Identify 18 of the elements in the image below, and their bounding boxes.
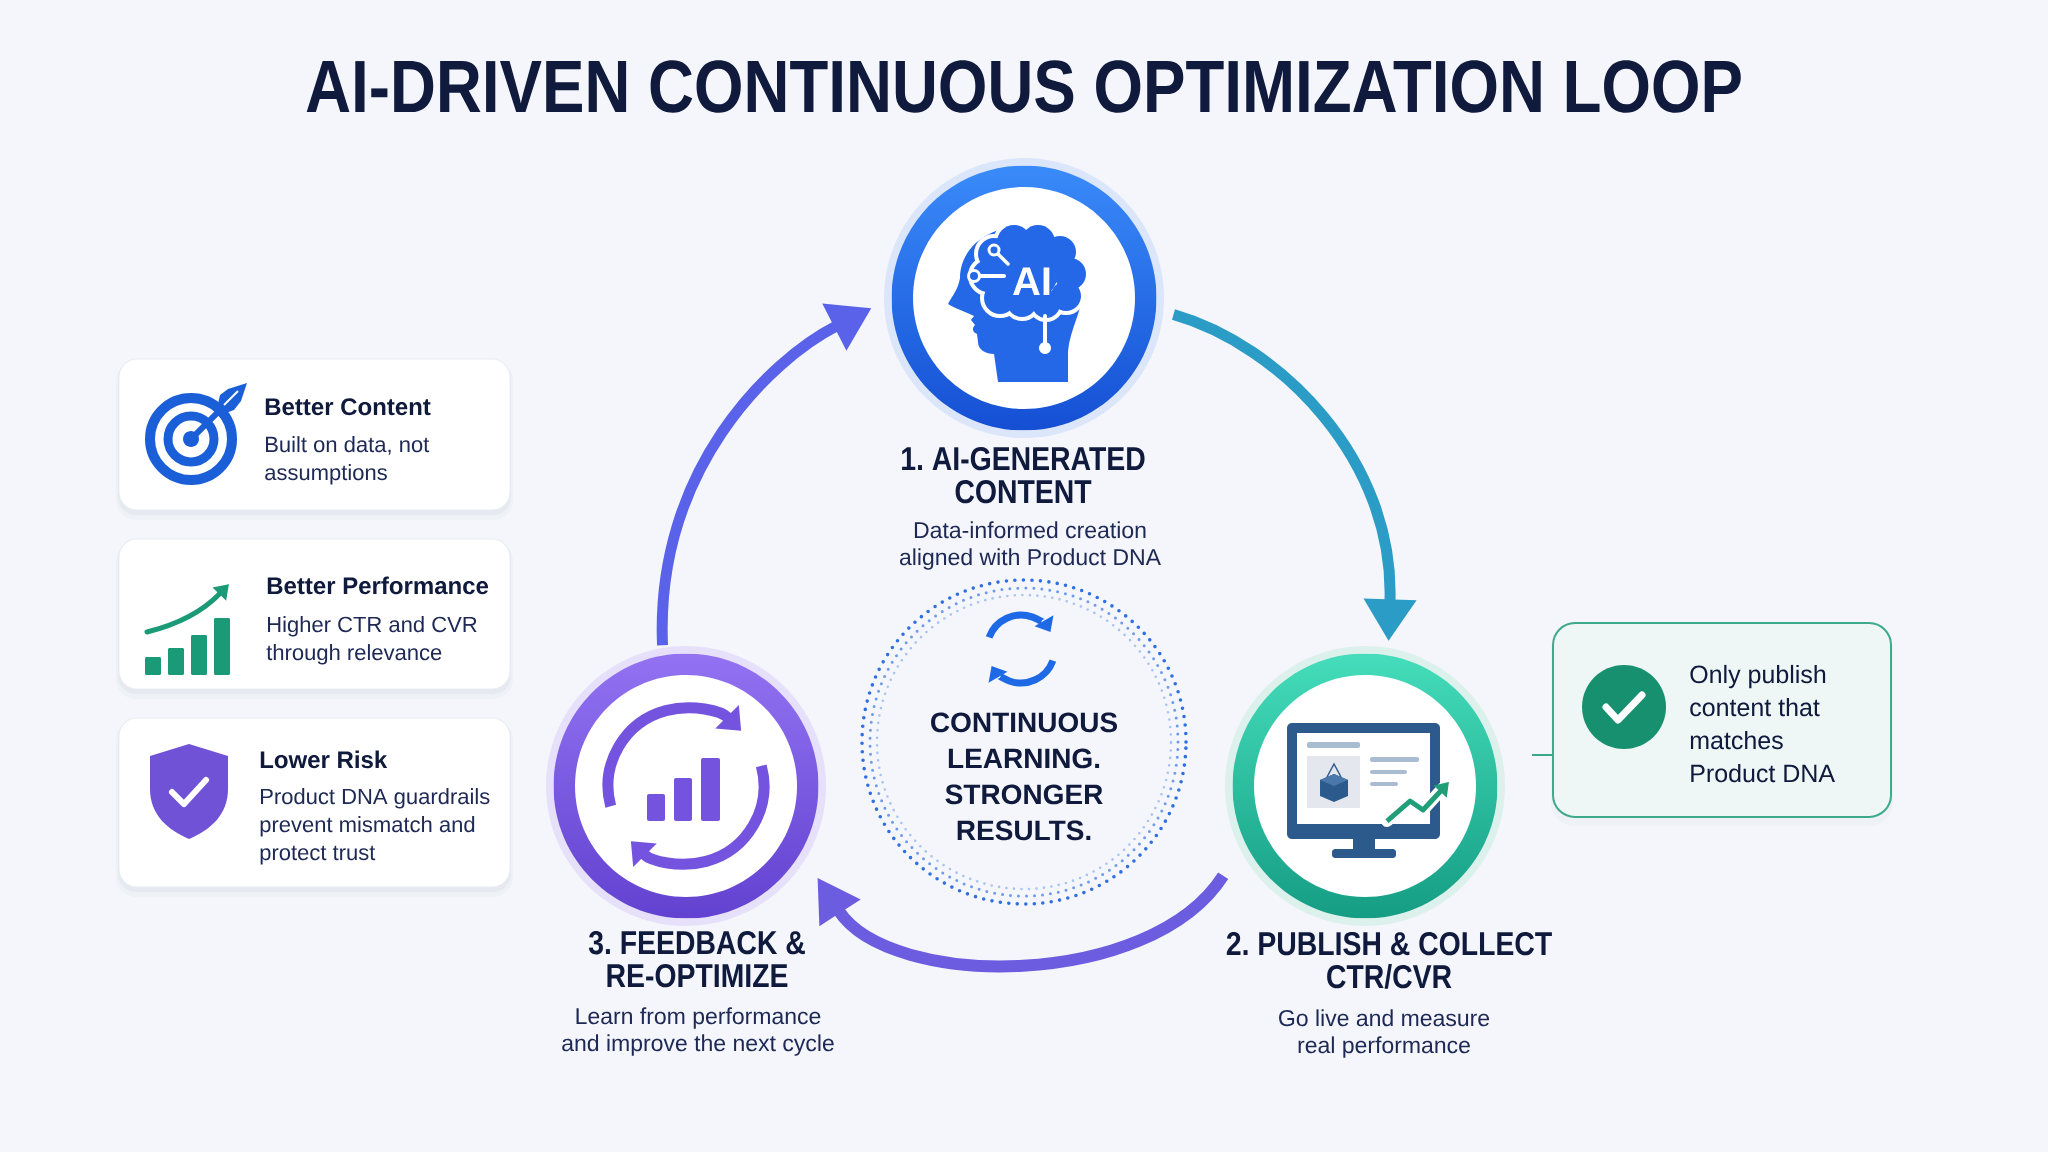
connector-line xyxy=(1531,754,1553,756)
step-text: Go live and measure real performance xyxy=(1279,1009,1490,1058)
center-text: CONTINUOUS LEARNING. STRONGER RESULTS. xyxy=(931,712,1117,841)
icon-text: AI xyxy=(1013,267,1050,295)
card-title: Better Content xyxy=(265,398,431,416)
step-title: 3. FEEDBACK & RE-OPTIMIZE xyxy=(588,930,805,988)
step-title: 2. PUBLISH & COLLECT CTR/CVR xyxy=(1226,931,1552,989)
card-title: Lower Risk xyxy=(260,750,388,769)
step-text: Learn from performance and improve the next cycle xyxy=(562,1007,834,1056)
note-text: Only publish content that matches Product DNA xyxy=(1690,664,1835,783)
card-text: Product DNA guardrails prevent mismatch and protect trust xyxy=(260,788,490,865)
title: AI-DRIVEN CONTINUOUS OPTIMIZATION LOOP xyxy=(306,60,1741,113)
curved-arrow xyxy=(817,871,1228,972)
card-text: Higher CTR and CVR through relevance xyxy=(266,616,477,665)
card-text: Built on data, not assumptions xyxy=(265,436,430,485)
card-title: Better Performance xyxy=(267,576,489,595)
step-title: 1. AI-GENERATED CONTENT xyxy=(902,446,1145,504)
step-text: Data-informed creation aligned with Product DNA xyxy=(899,521,1161,570)
